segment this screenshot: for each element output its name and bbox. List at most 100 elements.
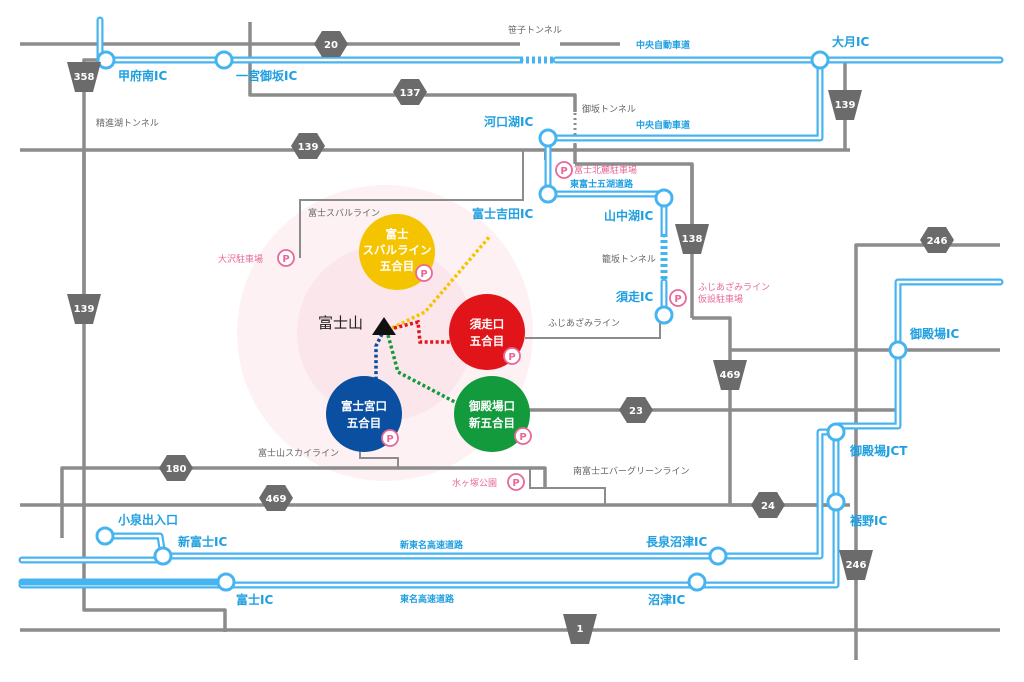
ic-label-gotemba-jct: 御殿場JCT — [849, 443, 908, 458]
ic-node-gotemba[interactable] — [888, 340, 908, 360]
ic-node-numazu[interactable] — [687, 572, 707, 592]
route-shield-1: 1 — [563, 614, 597, 644]
ic-node-nagaizumi-numazu[interactable] — [708, 546, 728, 566]
parking-icon: P — [555, 161, 573, 179]
route-shield-number: 469 — [720, 370, 741, 381]
ic-label-yamanakako: 山中湖IC — [604, 208, 653, 223]
ic-node-kofu-minami[interactable] — [96, 50, 116, 70]
ic-nodes — [95, 50, 908, 592]
route-shield-358: 358 — [67, 62, 101, 92]
parking-icon-letter: P — [674, 294, 681, 305]
ic-label-ichinomiya-misaka: 一宮御坂IC — [236, 68, 297, 83]
parking-label-osawa: 大沢駐車場 — [218, 253, 263, 265]
route-shield-137: 137 — [393, 79, 427, 105]
parking-label-hokuroku: 富士北麓駐車場 — [574, 164, 637, 176]
parking-labels: 富士北麓駐車場 大沢駐車場 ふじあざみライン 仮設駐車場 水ヶ塚公園 — [218, 164, 773, 489]
station-subashiri-line1: 須走口 — [469, 317, 505, 331]
ic-node-subashiri[interactable] — [654, 305, 674, 325]
ic-label-susono: 裾野IC — [850, 513, 887, 528]
fifth-station-gotemba[interactable]: 御殿場口 新五合目 — [454, 376, 530, 452]
tunnel-name-kagosaka: 籠坂トンネル — [602, 253, 656, 265]
route-shield-number: 137 — [400, 88, 421, 99]
expressway-name-higashi-fuji-goko: 東富士五湖道路 — [570, 178, 634, 190]
route-shield-469: 469 — [713, 360, 747, 390]
ic-label-numazu: 沼津IC — [648, 592, 685, 607]
parking-label-azami-line1: ふじあざみライン — [698, 281, 770, 293]
expressway-names: 中央自動車道 中央自動車道 東富士五湖道路 新東名高速道路 東名高速道路 — [400, 39, 690, 605]
ic-label-fujiyoshida: 富士吉田IC — [472, 206, 533, 221]
station-subaru-line2: スバルライン — [363, 243, 432, 257]
tunnel-names: 笹子トンネル 御坂トンネル 精進湖トンネル 籠坂トンネル — [96, 24, 656, 265]
route-shield-number: 358 — [74, 72, 95, 83]
parking-label-azami-line2: 仮設駐車場 — [698, 293, 743, 305]
route-shield-number: 138 — [682, 234, 703, 245]
parking-icon-letter: P — [560, 166, 567, 177]
route-shield-number: 139 — [74, 304, 95, 315]
route-shield-24: 24 — [751, 492, 785, 518]
ic-node-kawaguchiko[interactable] — [538, 128, 558, 148]
route-shield-469: 469 — [259, 485, 293, 511]
route-shield-number: 20 — [324, 40, 338, 51]
ic-label-nagaizumi-numazu: 長泉沼津IC — [646, 534, 707, 549]
ic-node-ichinomiya-misaka[interactable] — [214, 50, 234, 70]
road-names: 富士スバルライン ふじあざみライン 富士山スカイライン 南富士エバーグリーンライ… — [258, 207, 690, 477]
tunnel-name-sasago: 笹子トンネル — [508, 24, 562, 36]
parking-icon-letter: P — [386, 434, 393, 445]
climbing-trails — [374, 234, 492, 412]
parking-icon: P — [507, 473, 525, 491]
route-shield-139: 139 — [828, 90, 862, 120]
route-shield-138: 138 — [675, 224, 709, 254]
station-fujinomiya-line2: 五合目 — [347, 416, 382, 430]
station-subashiri-line2: 五合目 — [470, 334, 505, 348]
parking-icon-letter: P — [512, 478, 519, 489]
route-shield-139: 139 — [67, 294, 101, 324]
road-name-azami-line: ふじあざみライン — [548, 317, 620, 329]
ic-node-fuji[interactable] — [216, 572, 236, 592]
parking-label-mizugatsuka: 水ヶ塚公園 — [452, 477, 497, 489]
parking-icon: P — [381, 429, 399, 447]
road-name-skyline: 富士山スカイライン — [258, 447, 339, 459]
route-shield-20: 20 — [314, 31, 348, 57]
ic-label-gotemba: 御殿場IC — [909, 326, 959, 341]
parking-icon: P — [415, 264, 433, 282]
ic-node-yamanakako[interactable] — [654, 188, 674, 208]
route-shield-number: 23 — [629, 406, 643, 417]
ic-node-koizumi[interactable] — [95, 526, 115, 546]
expressway-name-shin-tomei: 新東名高速道路 — [400, 539, 464, 551]
road-name-evergreen-line: 南富士エバーグリーンライン — [573, 465, 690, 477]
ic-label-otsuki: 大月IC — [832, 34, 869, 49]
ic-label-subashiri: 須走IC — [615, 289, 653, 304]
ic-node-gotemba-jct[interactable] — [826, 422, 846, 442]
route-shield-number: 139 — [298, 142, 319, 153]
route-shield-23: 23 — [619, 397, 653, 423]
expressway-name-tomei: 東名高速道路 — [400, 593, 455, 605]
ic-node-susono[interactable] — [826, 492, 846, 512]
parking-label-azami: ふじあざみライン 仮設駐車場 — [698, 281, 773, 305]
parking-icon-letter: P — [420, 269, 427, 280]
parking-icons: P P P P P P P P — [277, 161, 687, 491]
ic-labels: 甲府南IC 一宮御坂IC 大月IC 河口湖IC 富士吉田IC 山中湖IC 須走I… — [118, 34, 959, 607]
ic-node-otsuki[interactable] — [810, 50, 830, 70]
ic-label-koizumi: 小泉出入口 — [118, 512, 178, 527]
route-shield-number: 469 — [266, 494, 287, 505]
route-shield-number: 1 — [577, 624, 584, 635]
route-shield-number: 139 — [835, 100, 856, 111]
parking-icon: P — [277, 249, 295, 267]
route-shield-number: 24 — [761, 501, 775, 512]
ic-node-fujiyoshida[interactable] — [538, 184, 558, 204]
station-gotemba-line2: 新五合目 — [469, 416, 515, 430]
station-fujinomiya-line1: 富士宮口 — [341, 399, 387, 413]
tunnel-name-misaka: 御坂トンネル — [582, 103, 636, 115]
tunnel-name-shojiko: 精進湖トンネル — [96, 117, 159, 129]
trail-gotemba — [386, 334, 471, 412]
route-shield-number: 246 — [846, 560, 867, 571]
ic-label-fuji: 富士IC — [236, 592, 273, 607]
trail-subashiri — [393, 319, 470, 344]
route-shield-246: 246 — [920, 227, 954, 253]
ic-label-shin-fuji: 新富士IC — [178, 534, 227, 549]
parking-icon-letter: P — [508, 352, 515, 363]
parking-icon: P — [514, 427, 532, 445]
ic-node-shin-fuji[interactable] — [153, 546, 173, 566]
